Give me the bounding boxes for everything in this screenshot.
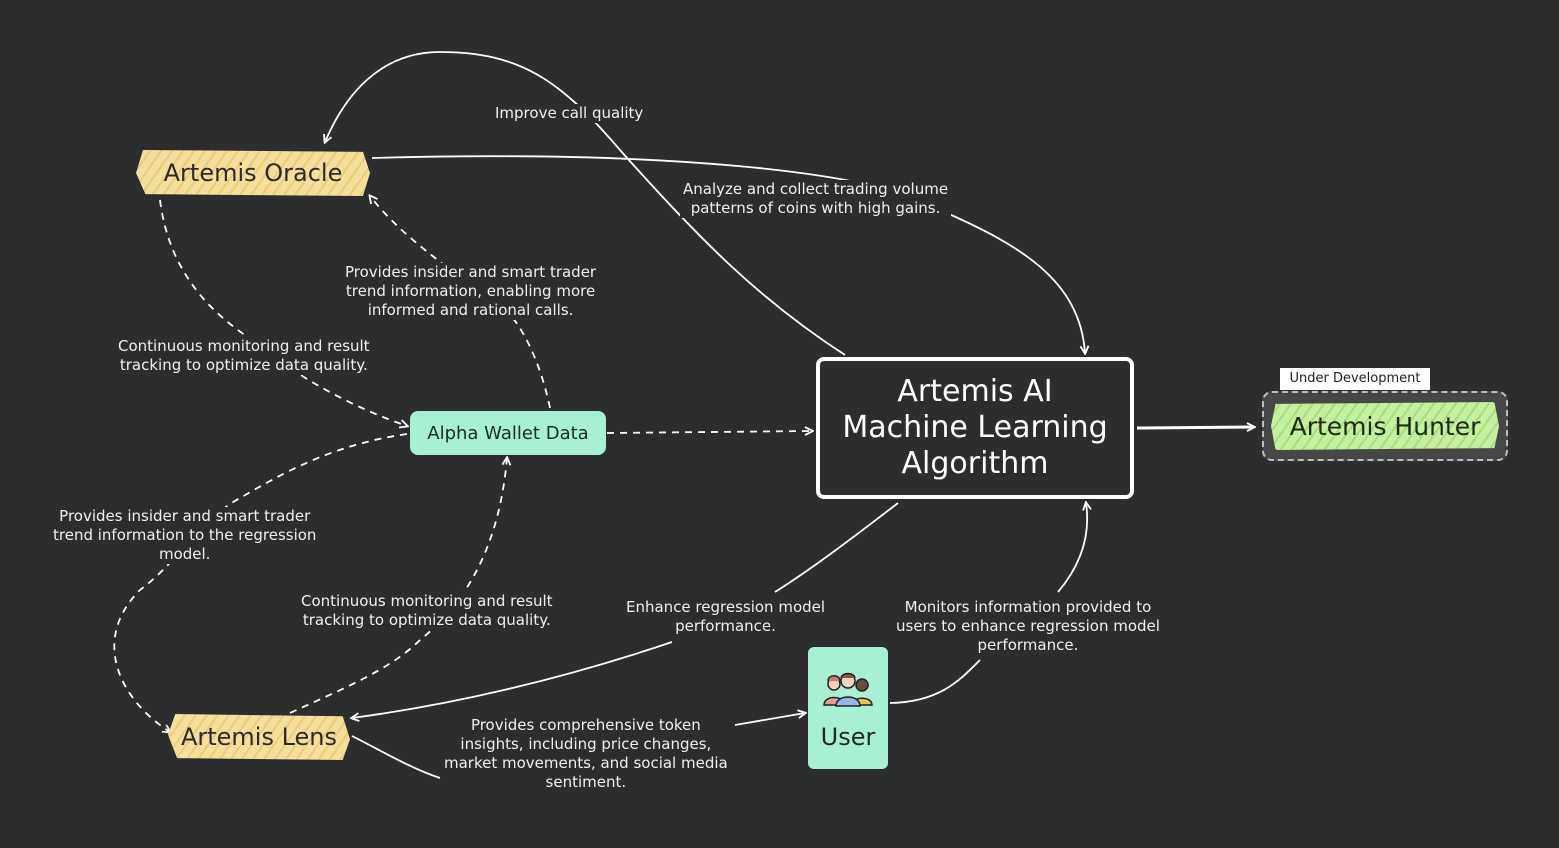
node-user[interactable]: User — [808, 647, 888, 769]
edge-alpha-to-ml — [606, 431, 812, 433]
node-artemis-lens[interactable]: Artemis Lens — [168, 714, 350, 760]
edge-lens-to-user — [351, 713, 805, 779]
node-artemis-oracle-label: Artemis Oracle — [163, 159, 343, 187]
node-artemis-oracle[interactable]: Artemis Oracle — [136, 150, 370, 196]
node-ml-algorithm-label: Artemis AI Machine Learning Algorithm — [842, 374, 1108, 481]
node-artemis-hunter[interactable]: Artemis Hunter — [1271, 402, 1499, 450]
users-icon — [820, 665, 876, 715]
edge-lens-to-alpha — [289, 458, 507, 714]
node-ml-algorithm[interactable]: Artemis AI Machine Learning Algorithm — [816, 357, 1134, 499]
label-improve-call-quality: Improve call quality — [492, 104, 647, 123]
edge-alpha-to-lens — [113, 433, 408, 732]
under-development-tag: Under Development — [1280, 368, 1430, 390]
edge-enhance-regression — [352, 502, 899, 718]
node-artemis-hunter-container: Artemis Hunter — [1262, 391, 1508, 461]
edge-ml-to-hunter — [1136, 427, 1254, 428]
node-user-label: User — [820, 723, 876, 751]
node-alpha-wallet-data-label: Alpha Wallet Data — [427, 422, 589, 444]
edge-improve-call-quality — [325, 51, 846, 356]
edge-user-to-ml — [889, 503, 1087, 704]
node-alpha-wallet-data[interactable]: Alpha Wallet Data — [410, 411, 606, 455]
node-artemis-hunter-label: Artemis Hunter — [1289, 411, 1481, 441]
node-artemis-lens-label: Artemis Lens — [180, 723, 338, 751]
